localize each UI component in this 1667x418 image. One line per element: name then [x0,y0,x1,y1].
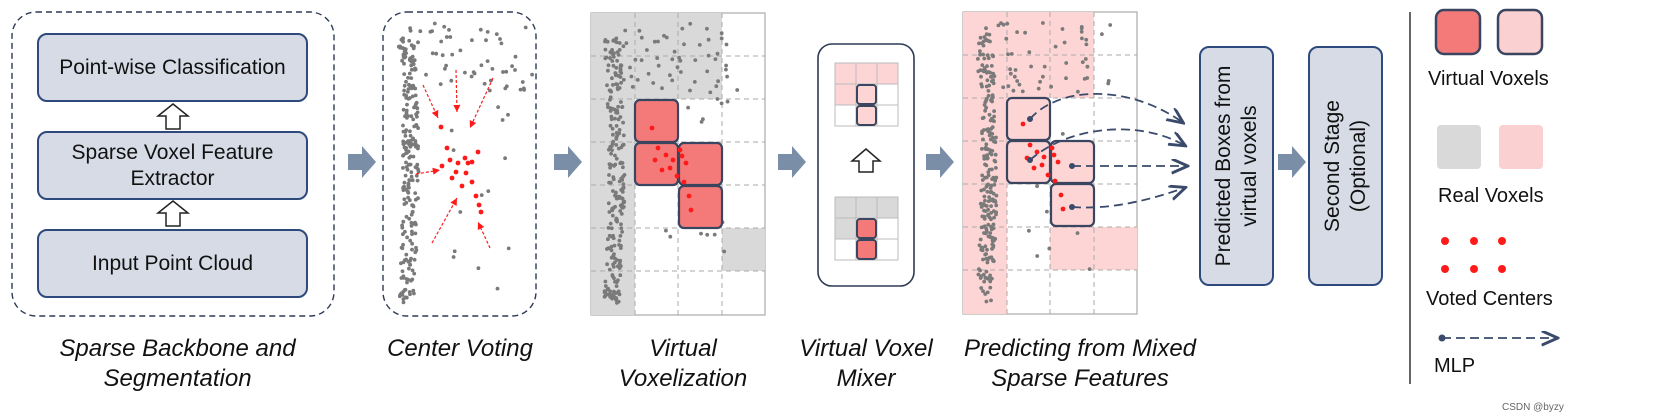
voted-center-swatch [1441,237,1506,273]
backbone-dashed-container [11,11,335,317]
voted-center-points [438,124,484,215]
caption-virtual-voxel-mixer: Virtual Voxel Mixer [799,335,933,392]
up-arrow-icon [849,148,883,173]
virtual-voxel-swatch [1434,8,1482,56]
voting-point-cloud [396,21,534,305]
virtual-voxel-light-swatch [1496,8,1544,56]
mixer-top-grid [834,62,899,127]
voxelization-centers [649,125,694,213]
up-arrow-icon [155,200,191,227]
virtual-voxels [633,98,724,230]
mixer-bottom-grid [834,196,899,261]
caption-predicting-mixed: Predicting from Mixed Sparse Features [963,335,1197,392]
mlp-origin-dots [1027,116,1075,210]
mixer-container [817,43,915,287]
legend-voted-centers-label: Voted Centers [1426,288,1553,310]
prediction-centers [1020,121,1066,212]
flow-arrow-icon [348,146,376,178]
legend-virtual-voxels-label: Virtual Voxels [1428,68,1549,90]
legend-real-voxels-label: Real Voxels [1438,185,1544,207]
virtual-voxel [677,184,724,230]
pointwise-classification-box: Point-wise Classification [37,33,308,102]
second-stage-label: Second Stage (Optional) [1320,100,1370,232]
predicted-boxes-box: Predicted Boxes from virtual voxels [1199,46,1274,286]
caption-virtual-voxelization: Virtual Voxelization [618,335,748,392]
prediction-point-cloud [976,21,1113,304]
second-stage-box: Second Stage (Optional) [1308,46,1383,286]
watermark: CSDN @byzy [1502,402,1564,413]
real-voxel-light-swatch [1499,125,1543,169]
voxelization-point-cloud [602,21,740,305]
real-voxel-swatch [1437,125,1481,169]
flow-arrow-icon [926,146,954,178]
real-voxel [722,228,765,271]
sparse-voxel-extractor-box: Sparse Voxel Feature Extractor [37,131,308,200]
voting-red-arrows [415,69,494,249]
predicted-boxes-label: Predicted Boxes from virtual voxels [1211,65,1261,267]
mlp-arrows [1029,92,1186,209]
legend-mlp-label: MLP [1434,355,1476,377]
caption-sparse-backbone: Sparse Backbone and Segmentation [59,335,296,392]
virtual-voxel [633,98,680,144]
input-point-cloud-box: Input Point Cloud [37,229,308,298]
up-arrow-icon [155,103,191,130]
flow-arrow-icon [1278,146,1306,178]
flow-arrow-icon [554,146,582,178]
flow-arrow-icon [778,146,806,178]
mlp-swatch [1438,335,1557,342]
caption-center-voting: Center Voting [387,335,533,362]
center-voting-container [382,11,537,317]
